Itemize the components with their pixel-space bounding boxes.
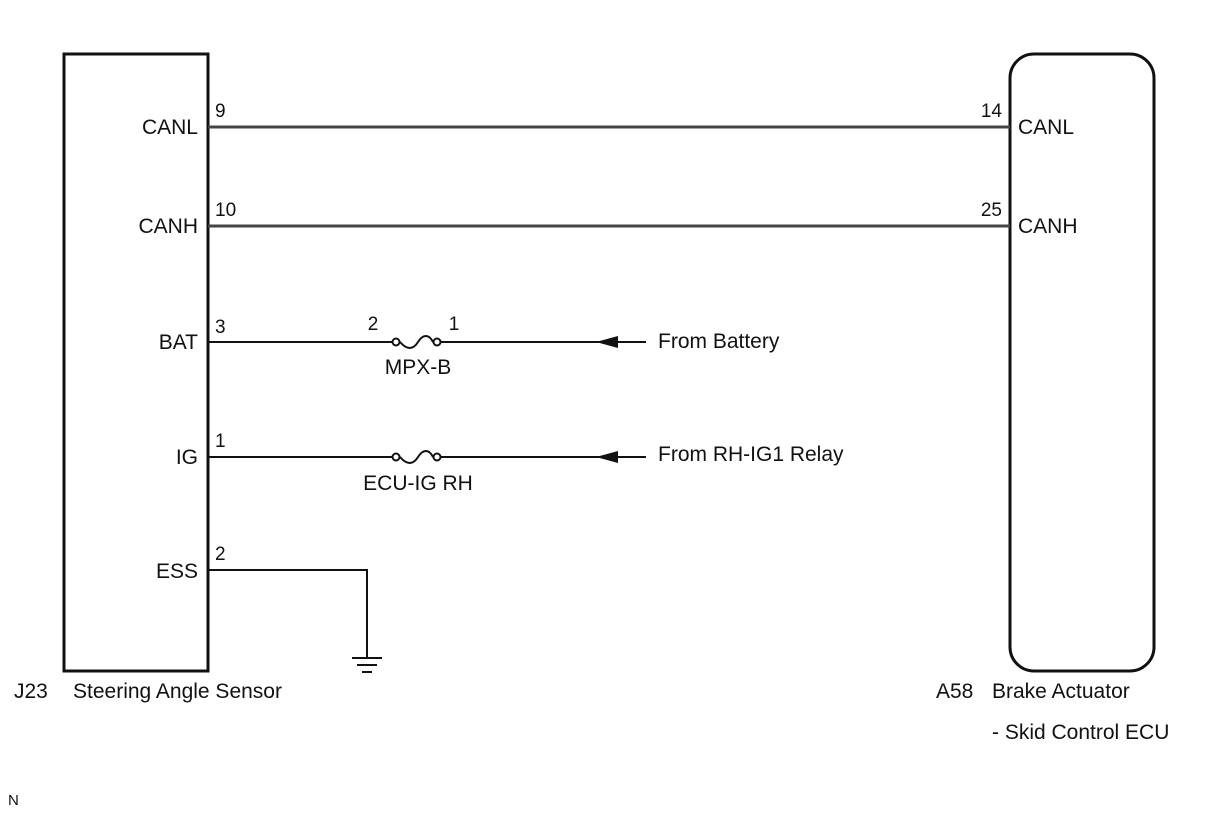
source-from-rh-ig1-relay: From RH-IG1 Relay (658, 443, 844, 466)
pin-label-canh-right: CANH (1018, 215, 1078, 238)
fuse-terminal (432, 452, 442, 462)
fuse-ecu-ig-rh-symbol (399, 450, 434, 464)
left-component-id: J23 (14, 680, 48, 703)
right-component-id: A58 (936, 680, 973, 703)
pin-number-3: 3 (215, 317, 226, 338)
fuse-mpx-b-symbol (399, 335, 434, 349)
fuse-pin-1: 1 (449, 314, 460, 335)
fuse-terminal (391, 337, 401, 347)
pin-number-14: 14 (981, 101, 1003, 122)
pin-number-9: 9 (215, 101, 226, 122)
arrow-icon (596, 451, 618, 463)
fuse-terminal (432, 337, 442, 347)
pin-label-canh-left: CANH (138, 215, 198, 238)
fuse-name-mpx-b: MPX-B (385, 356, 452, 379)
source-from-battery: From Battery (658, 330, 780, 353)
pin-number-10: 10 (215, 200, 236, 221)
fuse-pin-2: 2 (368, 314, 379, 335)
pin-label-canl-right: CANL (1018, 116, 1074, 139)
right-component-name-line2: - Skid Control ECU (992, 721, 1169, 744)
pin-label-ig: IG (176, 446, 198, 469)
pin-number-2: 2 (215, 544, 226, 565)
left-component-name: Steering Angle Sensor (73, 680, 282, 703)
pin-number-1: 1 (215, 431, 226, 452)
pin-label-bat: BAT (159, 331, 198, 354)
corner-mark: N (8, 792, 19, 809)
pin-number-25: 25 (981, 200, 1002, 221)
brake-actuator-box (1008, 52, 1156, 673)
ground-icon (352, 657, 382, 673)
fuse-terminal (391, 452, 401, 462)
pin-label-ess: ESS (156, 560, 198, 583)
pin-label-canl-left: CANL (142, 116, 198, 139)
arrow-icon (596, 336, 618, 348)
fuse-name-ecu-ig-rh: ECU-IG RH (363, 472, 473, 495)
right-component-name-line1: Brake Actuator (992, 680, 1130, 703)
ess-wire (208, 569, 368, 657)
steering-angle-sensor-box (62, 52, 210, 673)
